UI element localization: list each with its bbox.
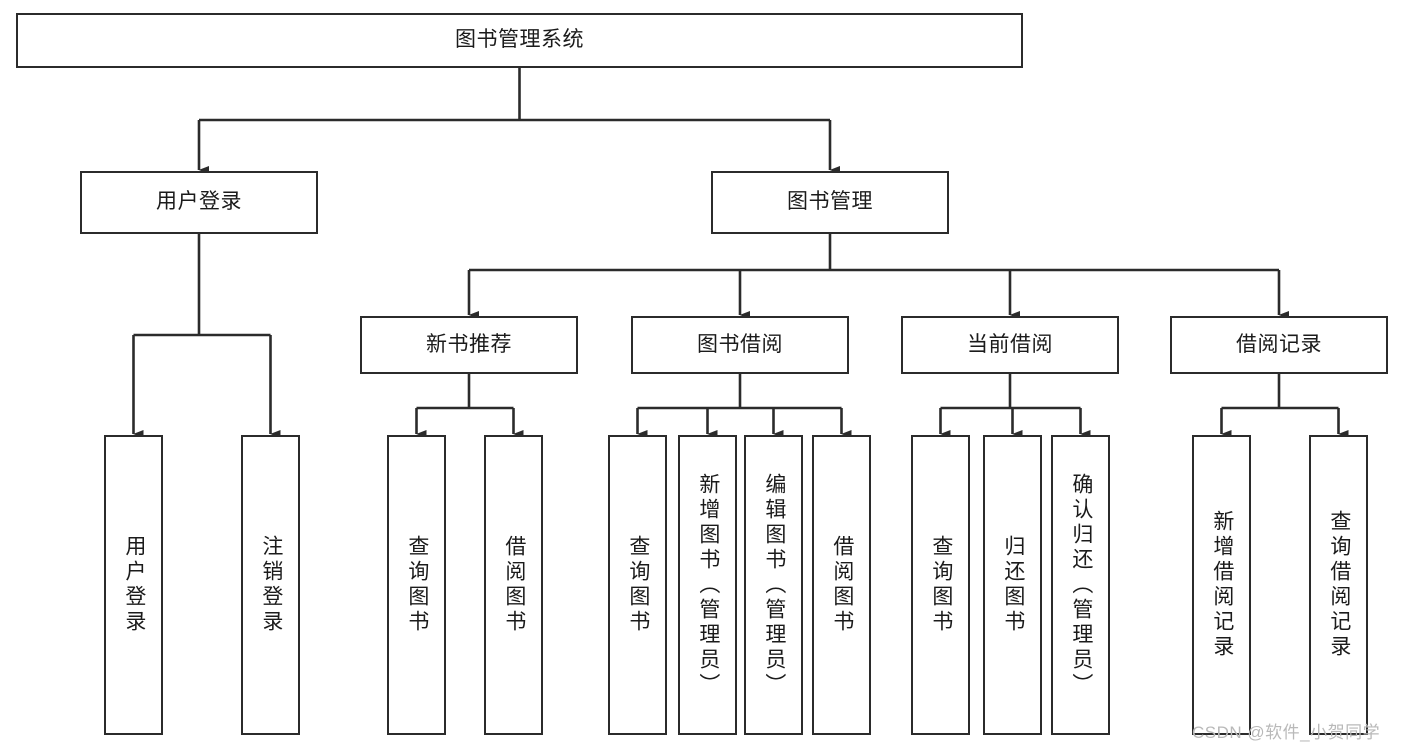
node-leaf-borrow-book-2[interactable]: 借阅图书 [812, 435, 871, 735]
node-label-book-borrow: 图书借阅 [697, 332, 783, 356]
node-leaf-query-borrow-record[interactable]: 查询借阅记录 [1309, 435, 1368, 735]
node-leaf-confirm-return-admin[interactable]: 确认归还（管理员） [1051, 435, 1110, 735]
node-leaf-query-book-1[interactable]: 查询图书 [387, 435, 446, 735]
node-leaf-user-login[interactable]: 用户登录 [104, 435, 163, 735]
node-leaf-borrow-book-1[interactable]: 借阅图书 [484, 435, 543, 735]
node-label-leaf-query-borrow-record: 查询借阅记录 [1327, 510, 1351, 660]
node-label-leaf-query-book-1: 查询图书 [405, 535, 429, 635]
node-label-new-book-recommend: 新书推荐 [426, 332, 512, 356]
node-root[interactable]: 图书管理系统 [16, 13, 1023, 68]
node-leaf-user-logout[interactable]: 注销登录 [241, 435, 300, 735]
node-label-leaf-query-book-3: 查询图书 [929, 535, 953, 635]
node-label-leaf-add-borrow-record: 新增借阅记录 [1210, 510, 1234, 660]
node-label-leaf-user-logout: 注销登录 [259, 535, 283, 635]
node-label-leaf-borrow-book-2: 借阅图书 [830, 535, 854, 635]
node-label-root: 图书管理系统 [455, 28, 584, 52]
node-book-borrow[interactable]: 图书借阅 [631, 316, 849, 374]
node-leaf-query-book-2[interactable]: 查询图书 [608, 435, 667, 735]
node-label-leaf-confirm-return-admin: 确认归还（管理员） [1069, 472, 1093, 698]
node-label-leaf-user-login: 用户登录 [122, 535, 146, 635]
csdn-watermark: CSDN @软件_小贺同学 [1192, 723, 1381, 742]
node-label-borrow-record: 借阅记录 [1236, 332, 1322, 356]
node-label-user-login: 用户登录 [156, 190, 242, 214]
node-new-book-recommend[interactable]: 新书推荐 [360, 316, 578, 374]
node-label-leaf-edit-book-admin: 编辑图书（管理员） [762, 472, 786, 698]
node-label-leaf-add-book-admin: 新增图书（管理员） [696, 472, 720, 698]
node-leaf-query-book-3[interactable]: 查询图书 [911, 435, 970, 735]
node-leaf-return-book[interactable]: 归还图书 [983, 435, 1042, 735]
node-book-manage[interactable]: 图书管理 [711, 171, 949, 234]
node-label-current-borrow: 当前借阅 [967, 332, 1053, 356]
node-leaf-add-book-admin[interactable]: 新增图书（管理员） [678, 435, 737, 735]
node-label-book-manage: 图书管理 [787, 190, 873, 214]
node-label-leaf-return-book: 归还图书 [1001, 535, 1025, 635]
node-borrow-record[interactable]: 借阅记录 [1170, 316, 1388, 374]
node-user-login[interactable]: 用户登录 [80, 171, 318, 234]
node-label-leaf-query-book-2: 查询图书 [626, 535, 650, 635]
node-label-leaf-borrow-book-1: 借阅图书 [502, 535, 526, 635]
node-leaf-edit-book-admin[interactable]: 编辑图书（管理员） [744, 435, 803, 735]
node-leaf-add-borrow-record[interactable]: 新增借阅记录 [1192, 435, 1251, 735]
node-current-borrow[interactable]: 当前借阅 [901, 316, 1119, 374]
